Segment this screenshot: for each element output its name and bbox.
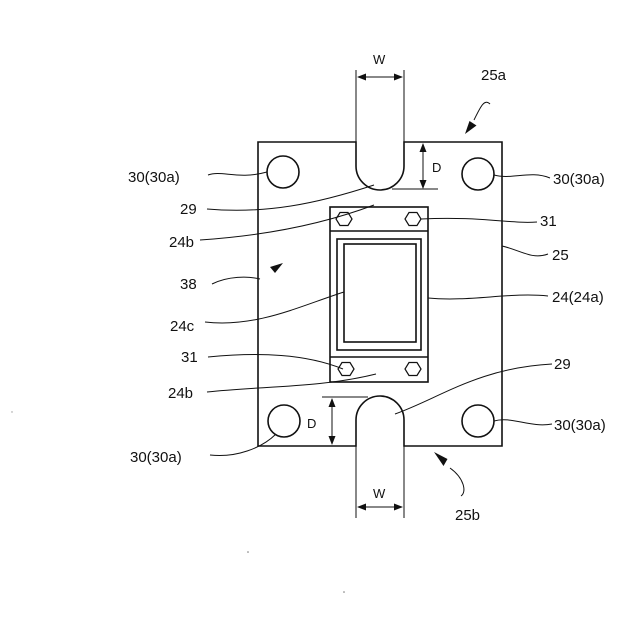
label-24c: 24c xyxy=(170,318,195,335)
dim-d-bottom-label: D xyxy=(307,416,316,431)
holder-window-inner xyxy=(344,244,416,342)
holder-window-outer xyxy=(337,239,421,350)
dim-w-bottom-arrow-left xyxy=(357,504,366,511)
dim-d-bottom-arrow-down xyxy=(329,436,336,445)
speck xyxy=(247,551,249,553)
label-31-right: 31 xyxy=(540,213,557,230)
leader-24c xyxy=(205,292,344,323)
screw-top-left xyxy=(336,213,352,226)
hole-top-left xyxy=(267,156,299,188)
label-25: 25 xyxy=(552,247,569,264)
arrow-25b xyxy=(434,452,448,466)
leader-25b xyxy=(450,468,464,496)
screw-bottom-right xyxy=(405,363,421,376)
label-38: 38 xyxy=(180,276,197,293)
dim-w-bottom-arrow-right xyxy=(394,504,403,511)
dim-d-top-arrow-down xyxy=(420,180,427,189)
dim-w-bottom-label: W xyxy=(373,486,386,501)
hole-bottom-left xyxy=(268,405,300,437)
arrow-38 xyxy=(270,263,283,273)
leader-31-left xyxy=(208,355,343,369)
leader-30-bl xyxy=(210,434,276,456)
label-24b-top: 24b xyxy=(169,234,194,251)
dim-d-top-arrow-up xyxy=(420,143,427,152)
leader-25a xyxy=(474,102,490,120)
label-25b: 25b xyxy=(455,507,480,524)
leader-31-right xyxy=(421,218,537,222)
label-25a: 25a xyxy=(481,67,507,84)
label-31-left: 31 xyxy=(181,349,198,366)
dim-w-top-arrow-right xyxy=(394,74,403,81)
label-24a: 24(24a) xyxy=(552,289,604,306)
leader-38 xyxy=(212,277,260,284)
label-30-top-left: 30(30a) xyxy=(128,169,180,186)
label-29-top: 29 xyxy=(180,201,197,218)
speck xyxy=(343,591,345,593)
plate-outline xyxy=(258,142,502,446)
leader-25 xyxy=(502,246,548,256)
hole-bottom-right xyxy=(462,405,494,437)
label-30-bottom-left: 30(30a) xyxy=(130,449,182,466)
dim-d-top-label: D xyxy=(432,160,441,175)
label-30-bottom-right: 30(30a) xyxy=(554,417,606,434)
hole-top-right xyxy=(462,158,494,190)
leader-24a xyxy=(428,295,548,299)
label-30-top-right: 30(30a) xyxy=(553,171,605,188)
screw-bottom-left xyxy=(338,363,354,376)
arrow-25a xyxy=(465,121,477,134)
label-29-bottom: 29 xyxy=(554,356,571,373)
screw-top-right xyxy=(405,213,421,226)
leader-24b-bottom xyxy=(207,374,376,392)
dim-w-top-arrow-left xyxy=(357,74,366,81)
dim-d-bottom-arrow-up xyxy=(329,398,336,407)
speck xyxy=(11,411,12,412)
dim-w-top-label: W xyxy=(373,52,386,67)
label-24b-bottom: 24b xyxy=(168,385,193,402)
